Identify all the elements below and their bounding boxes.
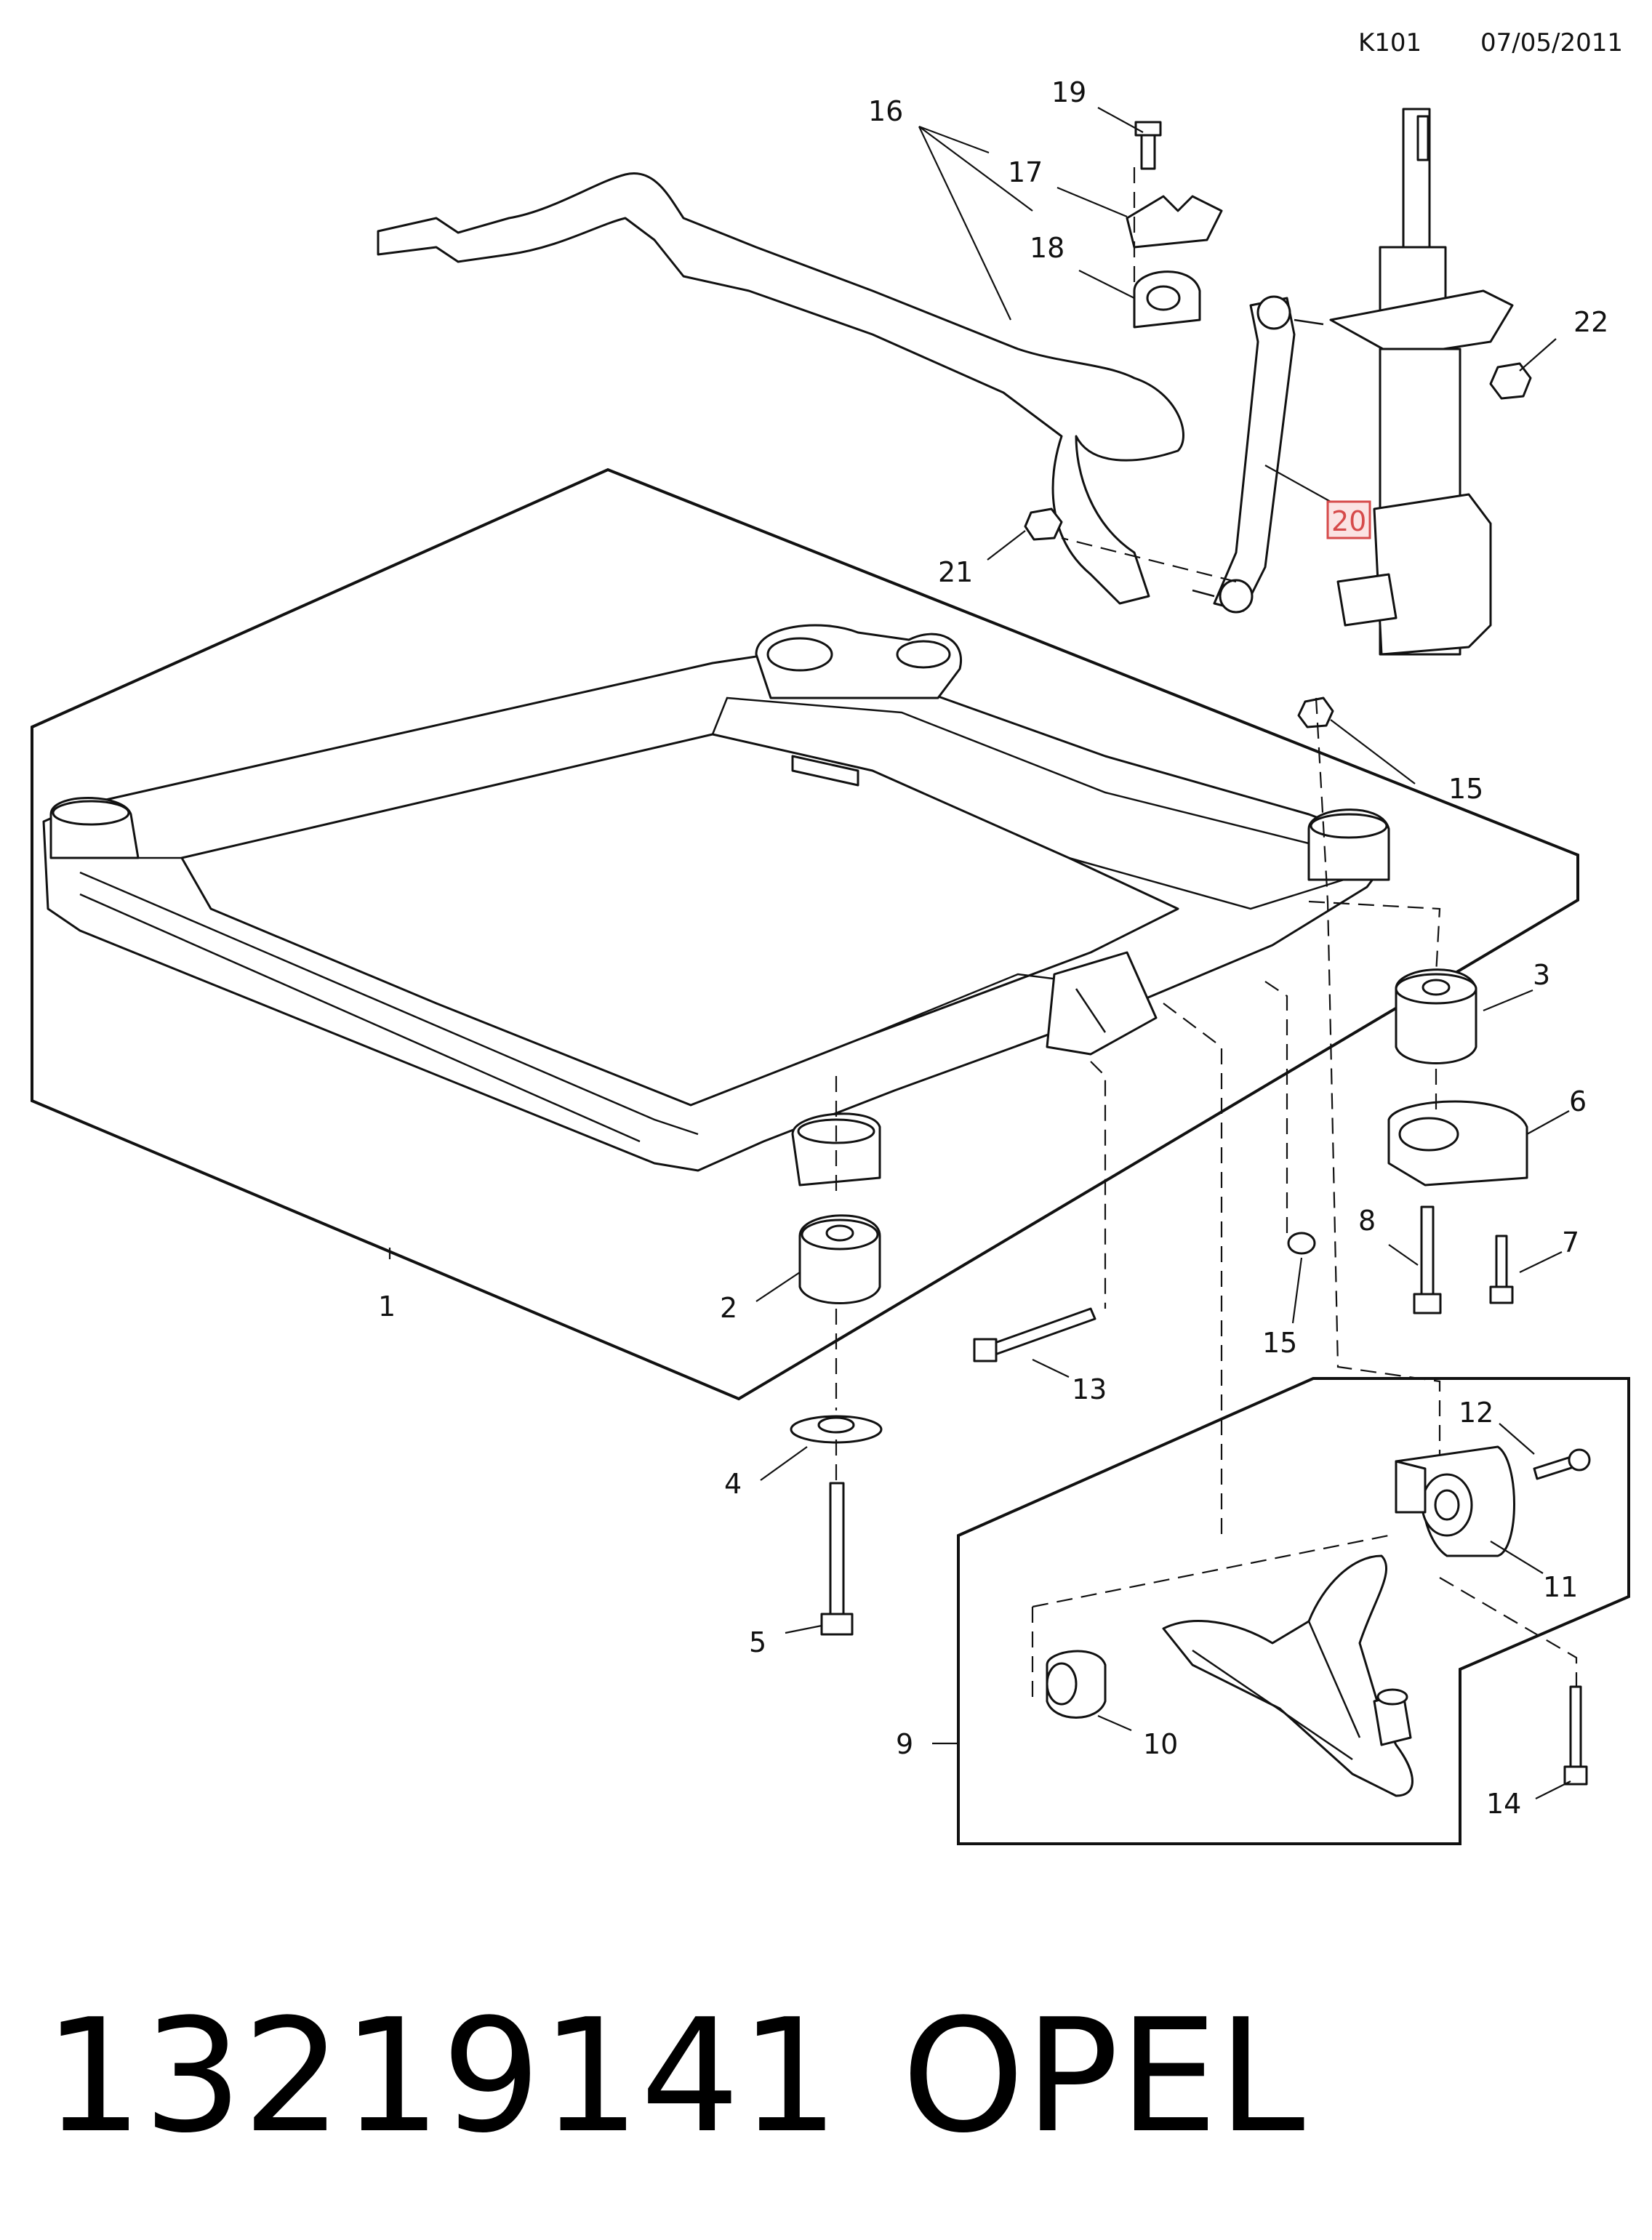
subframe: [42, 624, 1390, 1187]
bolt-8: [1413, 1205, 1442, 1314]
callout-labels: 1 2 3 4 5 6 7 8 9 10 11 12 13 14 15 15 1…: [378, 76, 1608, 1820]
bushing-11: [1395, 1445, 1515, 1557]
bolt-12: [1533, 1448, 1591, 1480]
callout-5: 5: [749, 1626, 766, 1658]
callout-16: 16: [868, 95, 903, 127]
callout-21: 21: [938, 556, 973, 588]
bolt-13: [973, 1307, 1096, 1362]
bolt-7: [1489, 1235, 1514, 1304]
callout-19: 19: [1051, 76, 1086, 108]
mount-plate-6: [1387, 1100, 1528, 1187]
callout-10: 10: [1143, 1728, 1178, 1760]
bushing-10: [1046, 1650, 1107, 1719]
callout-4: 4: [724, 1468, 742, 1500]
callout-8: 8: [1358, 1205, 1376, 1237]
stabilizer-clamp: [1126, 195, 1223, 249]
callout-14: 14: [1486, 1788, 1521, 1820]
strut: [1329, 108, 1514, 656]
ball-joint: [1373, 1688, 1412, 1746]
callout-3: 3: [1533, 959, 1550, 991]
washer-15-bottom: [1287, 1232, 1316, 1255]
subframe-group-box: [31, 467, 1579, 1401]
header-date: 07/05/2011: [1480, 28, 1623, 57]
header-code: K101: [1358, 28, 1422, 57]
callout-20-highlight: [1326, 500, 1371, 539]
control-arm-group-box: [957, 1377, 1630, 1845]
stabilizer-bushing: [1133, 270, 1201, 329]
callout-15-bottom: 15: [1262, 1327, 1297, 1359]
nut-22: [1489, 362, 1532, 400]
brand-name: OPEL: [902, 1985, 1305, 2167]
stabilizer-link: [1192, 295, 1324, 614]
stabilizer-bar: [377, 172, 1184, 605]
callout-15-top: 15: [1448, 773, 1483, 805]
callout-2: 2: [720, 1292, 737, 1324]
callout-1: 1: [378, 1290, 396, 1322]
leader-lines: [388, 107, 1571, 1799]
part-number: 13219141: [44, 1985, 839, 2167]
callout-13: 13: [1072, 1373, 1107, 1405]
callout-7: 7: [1562, 1227, 1579, 1259]
nut-21: [1024, 507, 1063, 541]
bushing-3: [1395, 968, 1477, 1064]
bolt-5: [820, 1482, 854, 1636]
callout-12: 12: [1459, 1397, 1493, 1429]
callout-9: 9: [896, 1728, 913, 1760]
callout-11: 11: [1543, 1571, 1578, 1603]
bushing-2: [798, 1214, 881, 1304]
nut-15-top: [1297, 697, 1334, 728]
callout-20: 20: [1331, 505, 1366, 537]
washer-4: [790, 1415, 883, 1444]
clamp-bolt: [1134, 121, 1162, 170]
control-arm: [1162, 1554, 1414, 1797]
callout-22: 22: [1573, 306, 1608, 338]
assembly-lines: [835, 167, 1578, 1701]
callout-18: 18: [1030, 232, 1064, 264]
callout-17: 17: [1008, 156, 1043, 188]
bolt-14: [1563, 1685, 1588, 1786]
callout-6: 6: [1569, 1085, 1587, 1117]
